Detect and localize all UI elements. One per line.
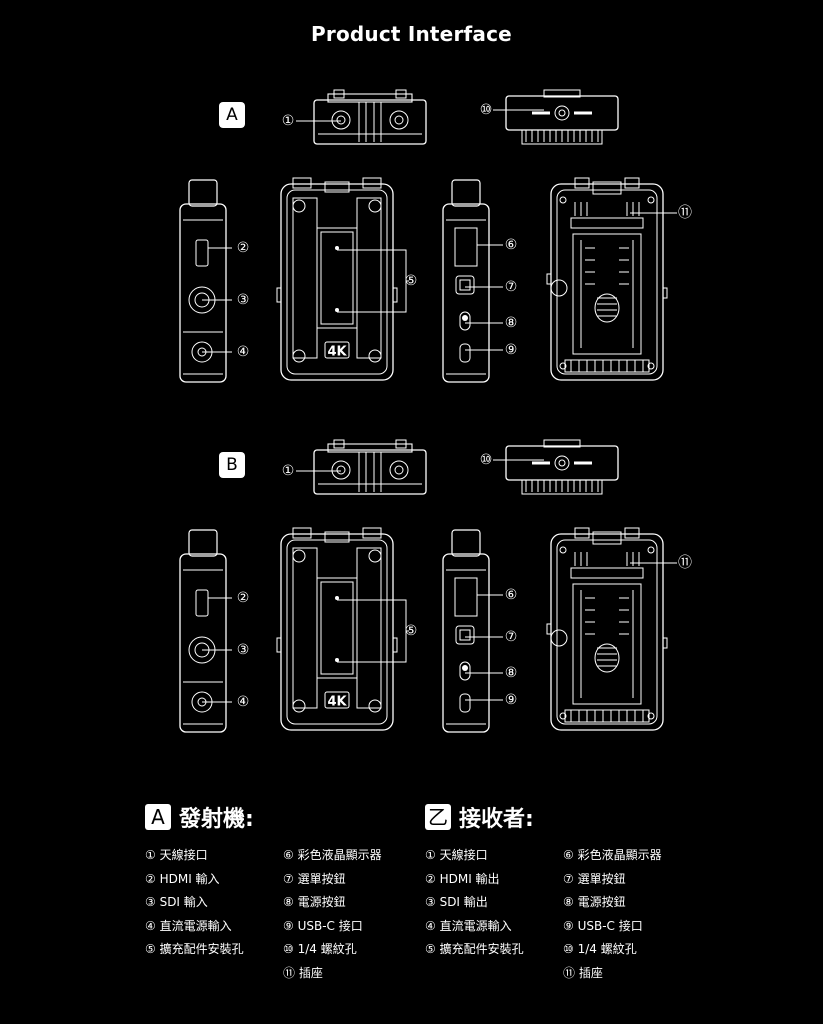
list-item: ⑦ 選單按鈕 — [283, 871, 346, 886]
list-item: ① 天線接口 — [145, 848, 208, 862]
callout-a-9: ⑨ — [505, 342, 518, 358]
list-item: ⑤ 擴充配件安裝孔 — [425, 942, 524, 956]
variant-a-label: A — [219, 102, 245, 128]
variant-b-views — [179, 438, 668, 733]
callout-a-3: ③ — [237, 292, 250, 308]
callout-a-8: ⑧ — [505, 315, 518, 331]
receiver-title: 接收者: — [459, 807, 534, 832]
list-item: ⑩ 1/4 螺紋孔 — [283, 942, 357, 956]
list-item: ⑨ USB-C 接口 — [563, 918, 643, 933]
callout-a-7: ⑦ — [505, 279, 518, 295]
list-item: ⑧ 電源按鈕 — [283, 895, 346, 909]
list-item: ⑥ 彩色液晶顯示器 — [283, 848, 382, 862]
receiver-heading: 乙 接收者: — [425, 801, 534, 833]
transmitter-badge: A — [145, 804, 171, 830]
bottom-view-b — [504, 438, 620, 496]
product-diagram: ① ⑩ ② ③ ④ ⑤ ⑥ ⑦ ⑧ ⑨ ⑪ 4K ① ⑩ ② ③ ④ ⑤ ⑥ ⑦… — [179, 88, 692, 733]
callout-b-9: ⑨ — [505, 692, 518, 708]
page-title: Product Interface — [311, 22, 512, 46]
right-side-view-b — [442, 529, 490, 733]
callout-b-1: ① — [282, 463, 295, 479]
callout-b-7: ⑦ — [505, 629, 518, 645]
device-label-a: 4K — [327, 345, 347, 360]
device-label-b: 4K — [327, 695, 347, 710]
transmitter-list-2: ⑥ 彩色液晶顯示器 ⑦ 選單按鈕 ⑧ 電源按鈕 ⑨ USB-C 接口 ⑩ 1/4… — [283, 844, 382, 985]
transmitter-heading: A 發射機: — [145, 801, 254, 833]
list-item: ⑥ 彩色液晶顯示器 — [563, 848, 662, 862]
list-item: ④ 直流電源輸入 — [145, 918, 232, 933]
back-view-b — [546, 527, 668, 731]
receiver-list-2: ⑥ 彩色液晶顯示器 ⑦ 選單按鈕 ⑧ 電源按鈕 ⑨ USB-C 接口 ⑩ 1/4… — [563, 844, 662, 985]
callout-b-5: ⑤ — [405, 623, 418, 639]
list-item: ⑤ 擴充配件安裝孔 — [145, 942, 244, 956]
transmitter-title: 發射機: — [179, 807, 254, 832]
callout-a-5: ⑤ — [405, 273, 418, 289]
callout-b-4: ④ — [237, 694, 250, 710]
receiver-badge: 乙 — [425, 804, 451, 830]
callout-a-1: ① — [282, 113, 295, 129]
variant-a-views — [179, 88, 668, 383]
list-item: ⑪ 插座 — [563, 965, 603, 980]
list-item: ⑦ 選單按鈕 — [563, 871, 626, 886]
callout-b-11: ⑪ — [678, 555, 692, 571]
bottom-view-a — [504, 88, 620, 146]
list-item: ② HDMI 輸出 — [425, 871, 500, 886]
callout-a-10: ⑩ — [480, 102, 493, 118]
callout-b-6: ⑥ — [505, 587, 518, 603]
callout-b-8: ⑧ — [505, 665, 518, 681]
callout-b-10: ⑩ — [480, 452, 493, 468]
list-item: ⑩ 1/4 螺紋孔 — [563, 942, 637, 956]
callout-a-11: ⑪ — [678, 205, 692, 221]
transmitter-list-1: ① 天線接口 ② HDMI 輸入 ③ SDI 輸入 ④ 直流電源輸入 ⑤ 擴充配… — [145, 844, 244, 962]
callout-b-3: ③ — [237, 642, 250, 658]
back-view-a — [546, 177, 668, 381]
callout-a-2: ② — [237, 240, 250, 256]
receiver-list-1: ① 天線接口 ② HDMI 輸出 ③ SDI 輸出 ④ 直流電源輸入 ⑤ 擴充配… — [425, 844, 524, 962]
list-item: ② HDMI 輸入 — [145, 871, 220, 886]
callout-b-2: ② — [237, 590, 250, 606]
top-view-a — [313, 89, 427, 145]
list-item: ④ 直流電源輸入 — [425, 918, 512, 933]
list-item: ⑨ USB-C 接口 — [283, 918, 363, 933]
list-item: ③ SDI 輸出 — [425, 895, 488, 909]
top-view-b — [313, 439, 427, 495]
list-item: ① 天線接口 — [425, 848, 488, 862]
list-item: ⑧ 電源按鈕 — [563, 895, 626, 909]
list-item: ⑪ 插座 — [283, 965, 323, 980]
callout-a-6: ⑥ — [505, 237, 518, 253]
list-item: ③ SDI 輸入 — [145, 895, 208, 909]
callout-a-4: ④ — [237, 344, 250, 360]
variant-b-label: B — [219, 452, 245, 478]
right-side-view-a — [442, 179, 490, 383]
